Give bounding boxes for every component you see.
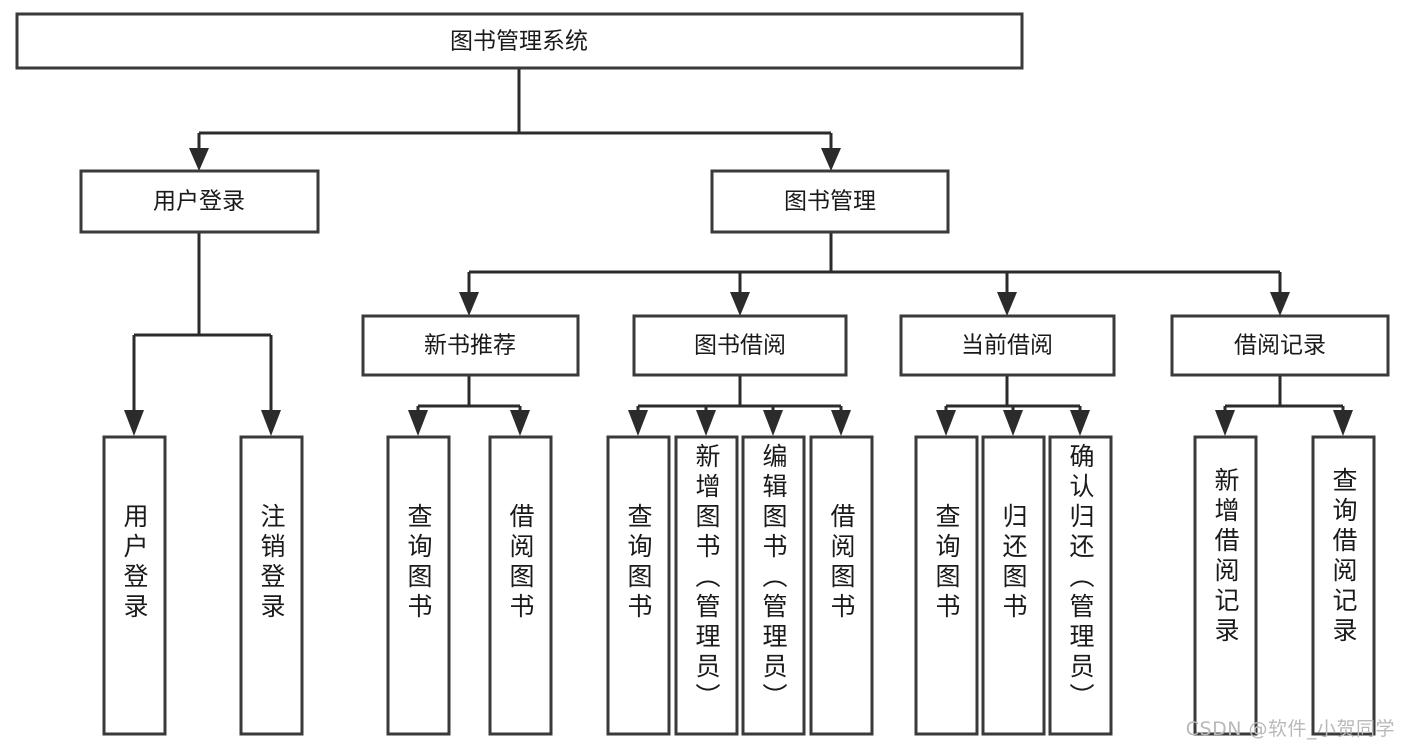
- node-user-login-box[interactable]: [79, 169, 320, 234]
- arrow-leaf-currentborrow-0: [936, 410, 956, 436]
- leaf-group-current-borrow: [914, 435, 1113, 736]
- arrow-leaf-user-login-0: [124, 410, 144, 436]
- leaf-box-book-borrow-1[interactable]: [674, 435, 739, 736]
- leaf-group-new-book-recommend: [386, 435, 553, 736]
- leaf-box-book-borrow-3[interactable]: [809, 435, 874, 736]
- arrow-leaf-bookborrow-2: [763, 410, 783, 436]
- leaf-box-book-borrow-0[interactable]: [606, 435, 671, 736]
- node-root-box[interactable]: [15, 12, 1024, 70]
- leaf-box-book-borrow-2[interactable]: [741, 435, 806, 736]
- node-current-borrow-label: 当前借阅: [961, 333, 1053, 359]
- node-borrow-records[interactable]: 借阅记录: [1170, 314, 1390, 377]
- arrow-leaf-records-1: [1333, 410, 1353, 436]
- arrow-to-borrow-records: [1270, 292, 1290, 316]
- leaf-group-user-login: [102, 435, 304, 736]
- leaf-group-book-borrow: [606, 435, 874, 736]
- node-book-borrow[interactable]: 图书借阅: [632, 314, 848, 377]
- node-new-book-recommend[interactable]: 新书推荐: [361, 314, 580, 377]
- arrow-leaf-newbook-0: [408, 410, 428, 436]
- watermark-text: CSDN @软件_小贺同学: [1185, 718, 1395, 740]
- leaf-box-borrow-records-1[interactable]: [1311, 435, 1376, 736]
- node-book-management-box[interactable]: [710, 169, 950, 234]
- leaf-box-user-login-0[interactable]: [102, 435, 167, 736]
- node-book-management-label: 图书管理: [784, 189, 876, 215]
- arrow-to-new-book: [459, 292, 479, 316]
- arrow-leaf-currentborrow-2: [1070, 410, 1090, 436]
- arrow-leaf-newbook-1: [510, 410, 530, 436]
- arrow-leaf-bookborrow-0: [628, 410, 648, 436]
- arrow-to-current-borrow: [997, 292, 1017, 316]
- node-user-login[interactable]: 用户登录: [79, 169, 320, 234]
- node-book-management[interactable]: 图书管理: [710, 169, 950, 234]
- node-book-borrow-box[interactable]: [632, 314, 848, 377]
- node-current-borrow-box[interactable]: [899, 314, 1116, 377]
- leaf-box-current-borrow-2[interactable]: [1048, 435, 1113, 736]
- leaf-box-user-login-1[interactable]: [239, 435, 304, 736]
- node-current-borrow[interactable]: 当前借阅: [899, 314, 1116, 377]
- node-root[interactable]: 图书管理系统: [15, 12, 1024, 70]
- node-user-login-label: 用户登录: [153, 189, 245, 215]
- node-root-label: 图书管理系统: [450, 29, 588, 55]
- node-book-borrow-label: 图书借阅: [694, 333, 786, 359]
- connector-group: [124, 68, 1353, 436]
- arrow-leaf-user-login-1: [261, 410, 281, 436]
- node-new-book-recommend-label: 新书推荐: [424, 333, 516, 359]
- arrow-leaf-bookborrow-3: [831, 410, 851, 436]
- arrow-to-user-login: [189, 148, 209, 171]
- leaf-box-current-borrow-0[interactable]: [914, 435, 979, 736]
- leaf-box-current-borrow-1[interactable]: [981, 435, 1046, 736]
- arrow-leaf-records-0: [1215, 410, 1235, 436]
- arrow-to-book-mgmt: [821, 148, 841, 171]
- node-borrow-records-label: 借阅记录: [1234, 333, 1326, 359]
- leaf-box-new-book-1[interactable]: [488, 435, 553, 736]
- arrow-leaf-currentborrow-1: [1003, 410, 1023, 436]
- node-new-book-recommend-box[interactable]: [361, 314, 580, 377]
- leaf-group-borrow-records: [1193, 435, 1376, 736]
- node-borrow-records-box[interactable]: [1170, 314, 1390, 377]
- leaf-box-new-book-0[interactable]: [386, 435, 451, 736]
- leaf-box-borrow-records-0[interactable]: [1193, 435, 1258, 736]
- arrow-leaf-bookborrow-1: [696, 410, 716, 436]
- arrow-to-book-borrow: [730, 292, 750, 316]
